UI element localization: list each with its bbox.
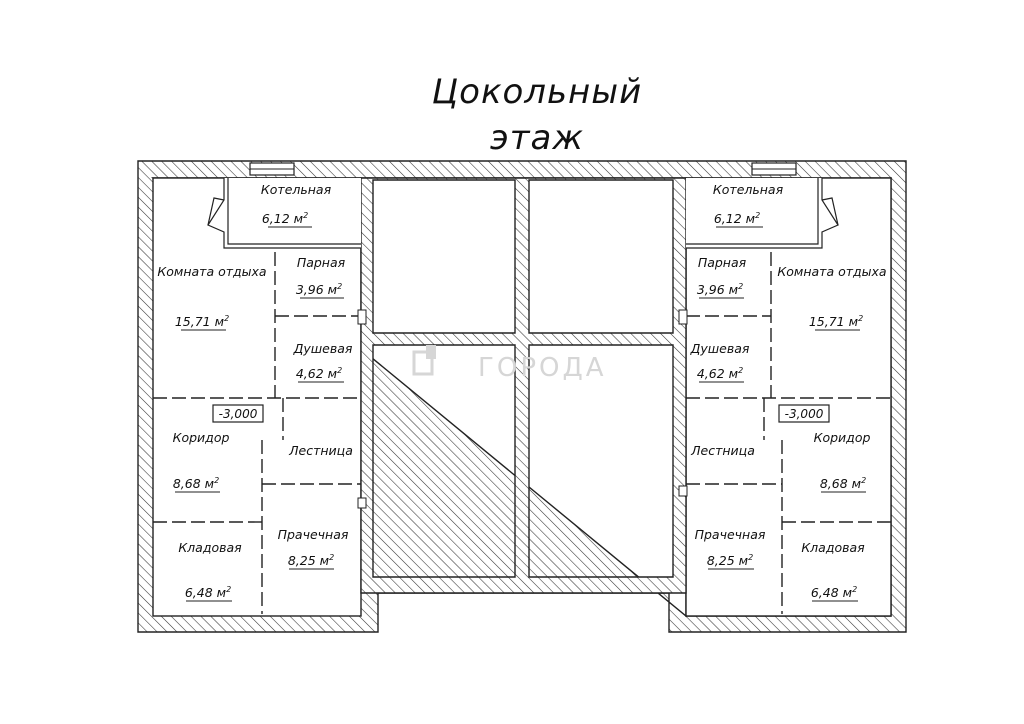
left-rest-name: Комната отдыха xyxy=(157,264,266,279)
left-laundry-area: 8,25 м2 xyxy=(288,553,334,568)
left-shower-name: Душевая xyxy=(293,341,353,356)
title-line-1: Цокольный xyxy=(432,72,642,112)
left-corridor-name: Коридор xyxy=(173,430,230,445)
left-steam-name: Парная xyxy=(297,255,346,270)
central-walls xyxy=(360,177,687,594)
right-corridor-name: Коридор xyxy=(814,430,871,445)
left-boiler-area: 6,12 м2 xyxy=(262,211,308,226)
left-unit-labels: Котельная 6,12 м2 Комната отдыха 15,71 м… xyxy=(157,182,353,602)
watermark-text: ГОРОДА xyxy=(478,353,607,383)
right-level-mark: -3,000 xyxy=(785,407,824,421)
right-shower-area: 4,62 м2 xyxy=(697,366,743,381)
left-storage-area: 6,48 м2 xyxy=(185,585,231,600)
left-partitions xyxy=(153,162,367,614)
right-storage-area: 6,48 м2 xyxy=(811,585,857,600)
left-unit-interior xyxy=(152,177,362,617)
left-rest-area: 15,71 м2 xyxy=(175,314,229,329)
left-stairs-name: Лестница xyxy=(288,443,353,458)
right-boiler-name: Котельная xyxy=(713,182,784,197)
left-level-mark: -3,000 xyxy=(219,407,258,421)
right-storage-name: Кладовая xyxy=(801,540,865,555)
right-corridor-area: 8,68 м2 xyxy=(820,476,866,491)
watermark: ГОРОДА xyxy=(412,345,607,383)
right-rest-area: 15,71 м2 xyxy=(809,314,863,329)
right-laundry-name: Прачечная xyxy=(695,527,766,542)
left-corridor-area: 8,68 м2 xyxy=(173,476,219,491)
left-laundry-name: Прачечная xyxy=(278,527,349,542)
right-unit-interior xyxy=(685,177,892,617)
right-partitions xyxy=(678,162,891,614)
title-line-2: этаж xyxy=(490,118,584,158)
right-unit-labels: Котельная 6,12 м2 Парная 3,96 м2 Комната… xyxy=(690,182,887,602)
right-stairs-name: Лестница xyxy=(690,443,755,458)
right-steam-area: 3,96 м2 xyxy=(697,282,743,297)
right-rest-name: Комната отдыха xyxy=(777,264,886,279)
left-shower-area: 4,62 м2 xyxy=(296,366,342,381)
left-boiler-name: Котельная xyxy=(261,182,332,197)
left-steam-area: 3,96 м2 xyxy=(296,282,342,297)
right-steam-name: Парная xyxy=(698,255,747,270)
right-boiler-area: 6,12 м2 xyxy=(714,211,760,226)
right-shower-name: Душевая xyxy=(690,341,750,356)
left-storage-name: Кладовая xyxy=(178,540,242,555)
right-laundry-area: 8,25 м2 xyxy=(707,553,753,568)
